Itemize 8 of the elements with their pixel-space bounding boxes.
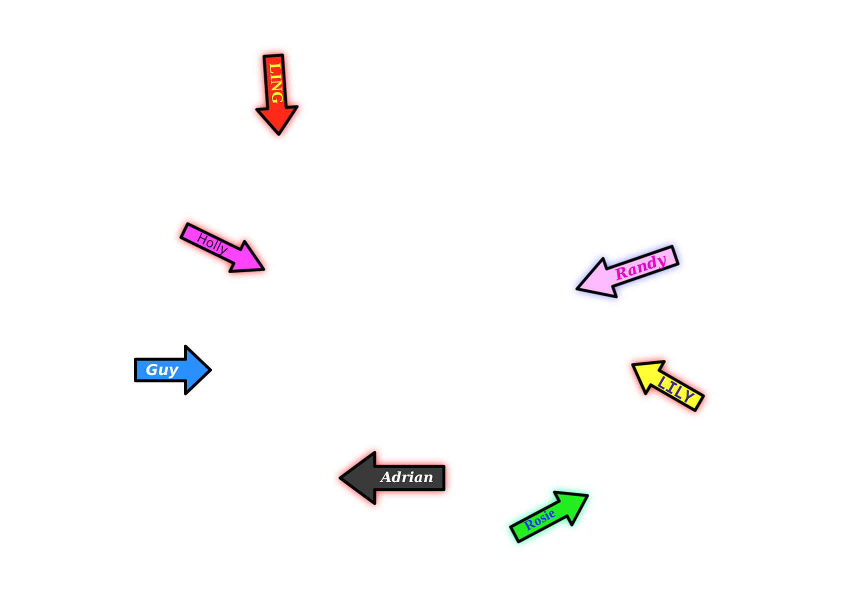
name-label: Guy: [144, 360, 180, 381]
arrow-shape: [134, 343, 212, 397]
name-label: LING: [264, 62, 287, 106]
arrow-shape: [338, 449, 446, 507]
name-label: LILY: [653, 370, 698, 410]
name-label: Randy: [611, 249, 670, 286]
name-label: Rosie: [521, 504, 560, 536]
name-label: Adrian: [378, 469, 434, 488]
